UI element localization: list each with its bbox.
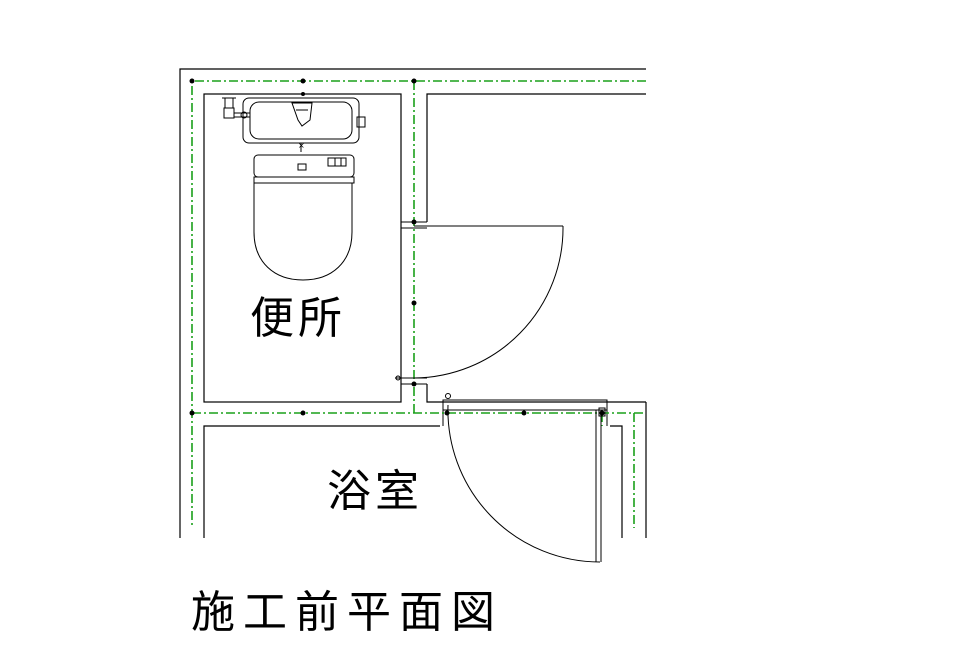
room-label-bath: 浴室 — [327, 466, 423, 517]
svg-text:×: × — [298, 141, 305, 150]
bath-door — [445, 393, 606, 563]
grid-points — [189, 78, 605, 416]
water-tank — [222, 97, 366, 144]
toilet-bowl: × — [253, 141, 355, 281]
walls — [179, 68, 647, 538]
drawing-caption: 施工前平面図 — [191, 587, 503, 638]
toilet-door — [395, 225, 564, 381]
room-label-toilet: 便所 — [250, 293, 346, 344]
